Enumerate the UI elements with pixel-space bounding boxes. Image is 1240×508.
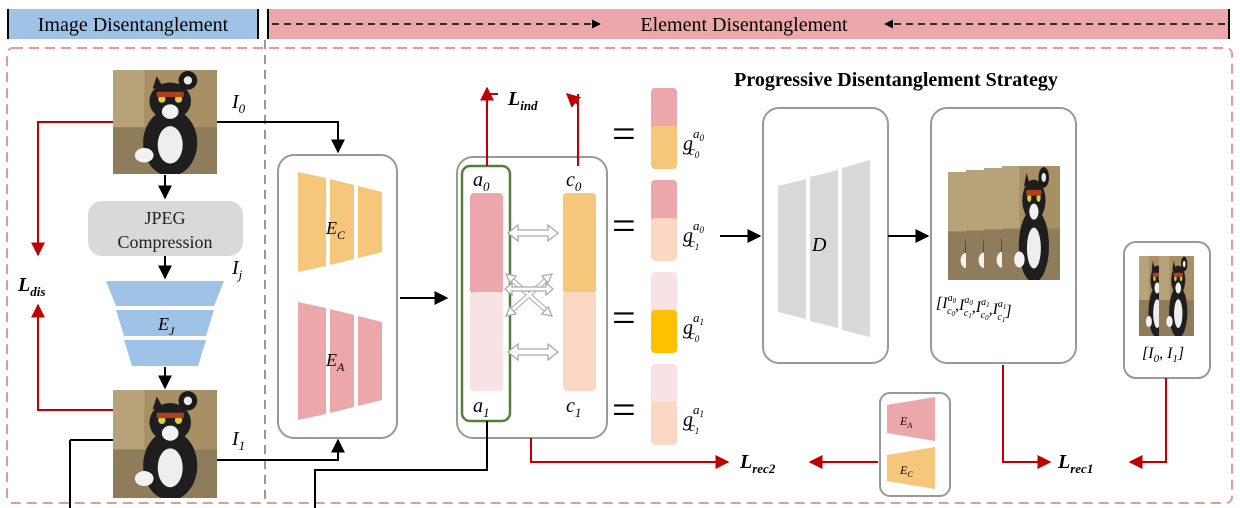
label-c1: c1 [566, 395, 581, 420]
feature-bottom-segment [651, 402, 677, 445]
element-features-box: a0 c0 a1 c1 [456, 156, 608, 439]
content-attribute-encoders: EC EA [277, 154, 398, 439]
equals-sign: = [612, 204, 636, 250]
small-label-EC: EC [899, 463, 913, 479]
label-Ij: Ij [231, 257, 243, 282]
label-I1: I1 [231, 428, 245, 453]
encoder-EJ: EJ [106, 281, 224, 366]
swap-arrows [504, 223, 560, 362]
feature-top-segment [651, 88, 677, 130]
label-c0: c0 [566, 169, 582, 194]
small-label-EA: EA [899, 414, 912, 430]
feature-top-segment [651, 272, 677, 314]
equals-sign: = [612, 388, 636, 434]
strategy-title: Progressive Disentanglement Strategy [734, 69, 1058, 91]
feature-top-segment [651, 180, 677, 222]
loss-dis: Ldis [17, 274, 45, 299]
loss-rec1: Lrec1 [1057, 451, 1093, 476]
jpeg-compression-box: JPEG Compression [88, 201, 243, 256]
input-pair-box: [I0, I1] [1123, 241, 1211, 379]
feature-bottom-segment [651, 310, 677, 353]
decoder-D: D [762, 107, 889, 364]
label-a0: a0 [473, 169, 490, 194]
element-disentanglement-title: Element Disentanglement [640, 14, 848, 36]
label-a1: a1 [473, 395, 490, 420]
image-disentanglement-header: Image Disentanglement [7, 9, 259, 39]
element-disentanglement-header: Element Disentanglement [267, 9, 1230, 39]
input-set-label: [I0, I1] [1142, 345, 1184, 365]
small-encoders-box: EA EC [879, 392, 951, 497]
outer-dashed-border [6, 47, 1233, 504]
feature-top-segment [651, 364, 677, 406]
input-image-I0 [113, 70, 217, 174]
loss-rec2: Lrec2 [739, 451, 776, 476]
label-EC: EC [325, 218, 346, 242]
jpeg-label-line1: JPEG [144, 208, 185, 228]
feature-bottom-segment [651, 218, 677, 261]
jpeg-label-line2: Compression [117, 232, 212, 252]
feature-bottom-segment [651, 126, 677, 169]
label-I0: I0 [231, 91, 246, 116]
label-EA: EA [325, 350, 345, 374]
label-D: D [811, 234, 827, 256]
equals-sign: = [612, 296, 636, 342]
label-EJ: EJ [157, 314, 175, 338]
loss-ind: Lind [507, 88, 538, 113]
image-disentanglement-title: Image Disentanglement [38, 14, 229, 36]
input-image-I1 [113, 390, 217, 498]
equals-sign: = [612, 112, 636, 158]
